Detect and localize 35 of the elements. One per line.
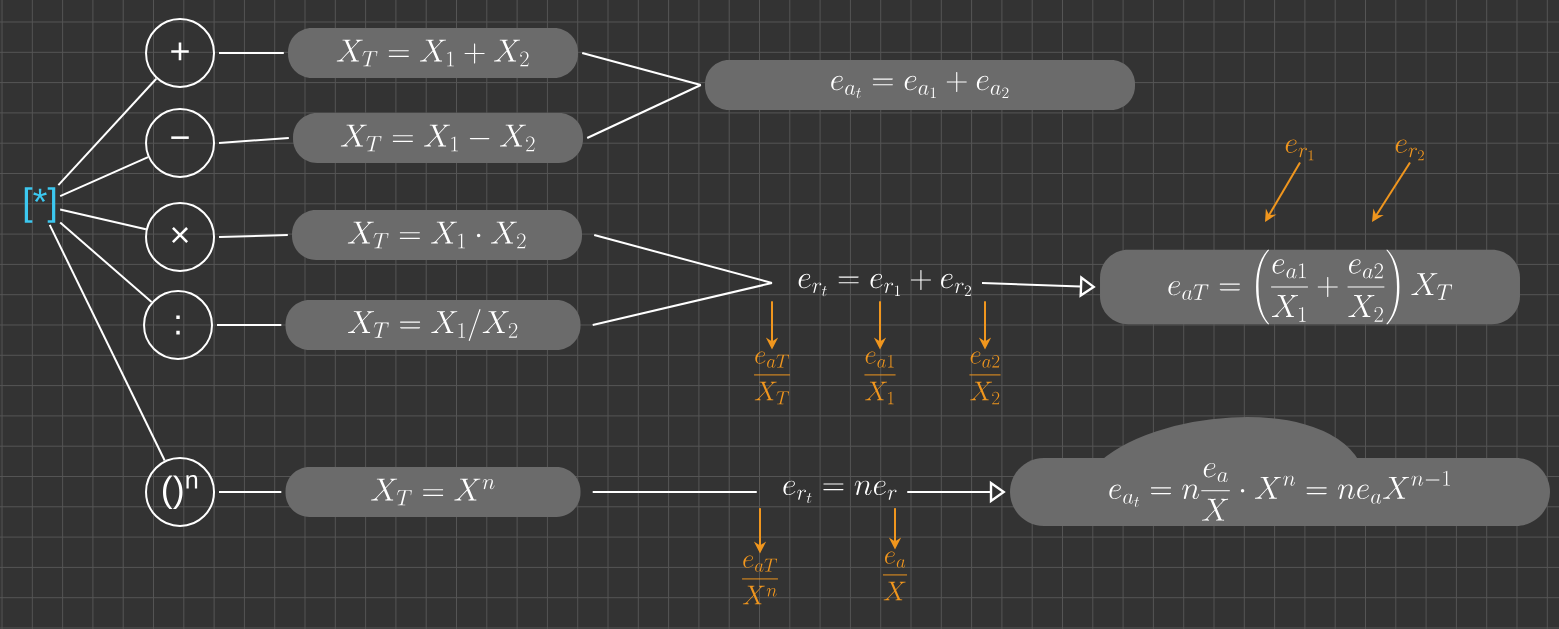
formula: $e_{r_t} = e_{r_1} + e_{r_2}$ bbox=[798, 269, 971, 297]
annotation: $\frac{e_{aT}}{X^{n}}$ bbox=[742, 555, 778, 605]
annotation: $e_{r_2}$ bbox=[1395, 139, 1424, 161]
connector-line bbox=[59, 208, 147, 231]
annotation: $\frac{e_a}{X}$ bbox=[882, 551, 908, 601]
connector-line bbox=[59, 156, 149, 198]
connector-line bbox=[593, 234, 773, 284]
formula-pill: $e_{a_t} = e_{a_1} + e_{a_2}$ bbox=[705, 60, 1135, 110]
formula-pill: $X_T = X^{n}$ bbox=[285, 467, 581, 517]
connector-line bbox=[59, 221, 153, 304]
annotation-arrow bbox=[1372, 161, 1411, 222]
connector-line bbox=[591, 491, 758, 493]
annotation: $\frac{e_{aT}}{X_T}$ bbox=[754, 351, 790, 405]
formula-pill: $X_T = X_1 + X_2$ bbox=[288, 28, 578, 78]
connector-line bbox=[218, 137, 290, 144]
connector-line bbox=[216, 324, 283, 326]
annotation: $e_{r_1}$ bbox=[1285, 139, 1314, 161]
formula-pill: $e_{aT} = \left(\frac{e_{a1}}{X_1} + \frac{e_{a2}}{X_2}\right) X_T$ bbox=[1100, 249, 1520, 325]
formula-pill: $X_T = X_1 - X_2$ bbox=[293, 113, 583, 163]
connector-line bbox=[218, 491, 283, 493]
bracket-symbol: [*] bbox=[24, 187, 56, 223]
connector-line bbox=[218, 52, 285, 54]
annotation: $\frac{e_{a2}}{X_2}$ bbox=[969, 351, 1001, 405]
formula: $e_{r_t} = n e_r$ bbox=[783, 480, 897, 504]
annotation: $\frac{e_{a1}}{X_1}$ bbox=[864, 351, 896, 405]
formula-pill: $X_T = X_1 \cdot X_2$ bbox=[292, 210, 582, 260]
annotation-arrow bbox=[1265, 161, 1301, 222]
formula-blob: $e_{a_t} = n \frac{e_a}{X} \cdot X^{n} = n e_a X^{n-1}$ bbox=[1010, 417, 1550, 526]
connector-line bbox=[57, 77, 158, 187]
connector-line bbox=[581, 52, 702, 86]
connector-line bbox=[48, 223, 166, 462]
formula-pill: $X_T = X_1 / X_2$ bbox=[285, 300, 581, 350]
connector-line bbox=[218, 234, 289, 238]
connector-line bbox=[591, 282, 773, 326]
connector-line bbox=[586, 84, 702, 139]
